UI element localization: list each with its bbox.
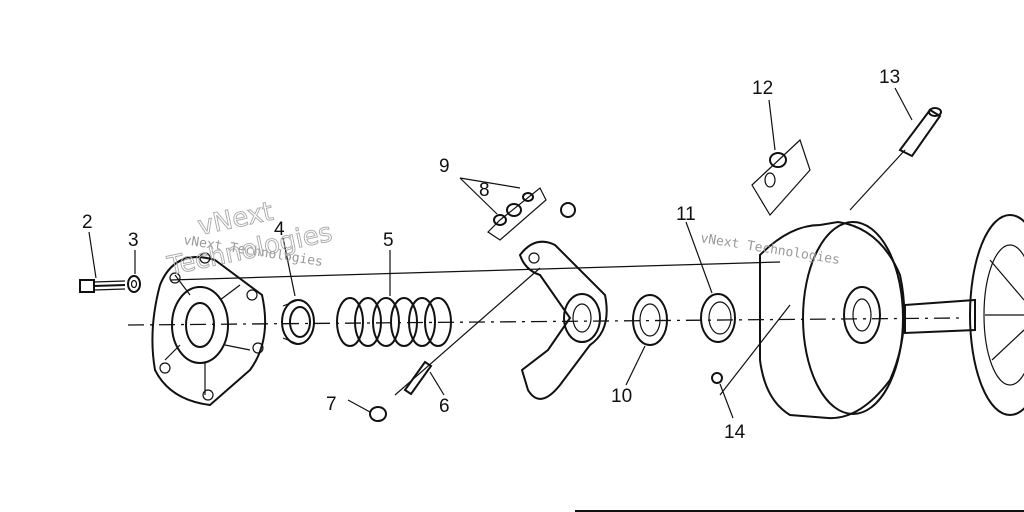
callout-8: 8 [479, 180, 490, 201]
roller-set-part [487, 187, 576, 241]
callout-7: 7 [326, 394, 337, 415]
callout-11: 11 [676, 204, 696, 225]
callout-14: 14 [724, 422, 746, 443]
spring-part [336, 297, 452, 347]
axis-lines [127, 149, 961, 396]
callout-5: 5 [383, 230, 394, 251]
cover-plate-part [151, 252, 267, 407]
spider-arm-part [518, 240, 608, 400]
movable-sheave-part [759, 220, 906, 420]
callout-10: 10 [611, 386, 632, 407]
callout-9: 9 [439, 156, 450, 177]
cap-part [347, 399, 387, 422]
bolt-part [79, 279, 126, 293]
washer-part [632, 294, 668, 346]
callout-2: 2 [82, 212, 93, 233]
ball-part [711, 372, 723, 384]
callout-6: 6 [439, 396, 450, 417]
nut-part [127, 275, 141, 293]
bushing-part [700, 293, 736, 343]
callout-labels: 2 3 4 5 6 7 8 9 10 11 12 13 14 [82, 67, 900, 443]
callout-13: 13 [879, 67, 900, 88]
leader-lines [88, 87, 913, 419]
bushing-ring-part [281, 299, 315, 345]
long-bolt-part [898, 107, 942, 158]
callout-4: 4 [274, 219, 285, 240]
bracket-part [751, 138, 811, 217]
callout-12: 12 [752, 78, 773, 99]
pin-part [403, 360, 433, 396]
callout-3: 3 [128, 230, 139, 251]
fixed-sheave-part [904, 214, 1024, 416]
watermarks: vNext Technologies vNext Technologies vN… [164, 196, 841, 282]
